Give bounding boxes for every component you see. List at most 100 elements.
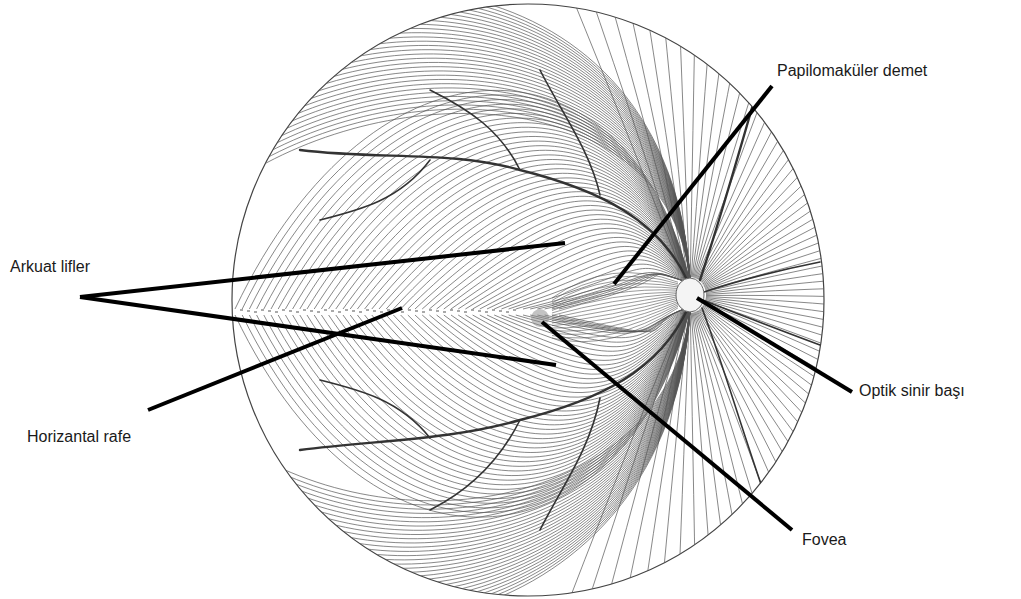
raphe-mark (310, 310, 313, 311)
arcuate-fiber (220, 71, 690, 280)
raphe-mark (422, 311, 425, 312)
raphe-mark (331, 310, 334, 311)
arcuate-fiber (401, 196, 690, 309)
arcuate-fiber (241, 310, 690, 513)
arcuate-fiber (229, 310, 690, 530)
arcuate-fiber (257, 307, 690, 503)
nasal-fiber (704, 143, 983, 287)
arcuate-fiber (172, 3, 690, 280)
nasal-fiber (640, 313, 687, 599)
nasal-fiber (703, 111, 963, 285)
arcuate-fiber (458, 233, 690, 309)
nasal-fiber (702, 67, 929, 282)
nasal-fiber (700, 309, 901, 548)
arcuate-fiber (516, 268, 690, 309)
arcuate-fiber (415, 307, 690, 402)
raphe-mark (317, 311, 320, 312)
raphe-mark (485, 311, 488, 312)
arcuate-fiber (408, 307, 690, 406)
papillomacular-fiber (552, 293, 678, 315)
nasal-fiber (695, 312, 788, 599)
nasal-fiber (705, 177, 998, 289)
arcuate-fiber (357, 169, 690, 309)
papillomacular-fiber (552, 303, 678, 331)
arcuate-fiber (271, 113, 690, 309)
arcuate-fiber (169, 310, 690, 599)
nasal-fiber (640, 0, 687, 277)
arcuate-fiber (473, 242, 690, 309)
arcuate-fiber (501, 260, 690, 309)
raphe-mark (513, 309, 516, 310)
nasal-fiber (696, 0, 806, 278)
arcuate-fiber (321, 307, 690, 462)
arcuate-fiber (365, 307, 690, 434)
papillomacular-fiber (552, 306, 678, 338)
arcuate-fiber (184, 310, 690, 594)
nasal-fiber (692, 313, 733, 599)
arcuate-fiber (211, 310, 690, 556)
arcuate-fiber (458, 307, 690, 374)
nasal-fiber (706, 286, 1020, 295)
raphe-mark (429, 309, 432, 310)
arcuate-fiber (300, 132, 690, 309)
nasal-fiber (699, 19, 872, 279)
arcuate-fiber (202, 45, 690, 280)
arcuate-fiber (205, 50, 690, 280)
arcuate-fiber (223, 75, 690, 280)
arcuate-fiber (321, 146, 690, 309)
nasal-fiber (705, 194, 1004, 289)
arcuate-fiber (175, 7, 690, 280)
part-label: Arkuat lifler (8, 258, 92, 276)
arcuate-fiber (175, 310, 690, 599)
nasal-fiber (569, 312, 685, 599)
blood-vessel (300, 308, 688, 450)
arcuate-fiber (184, 20, 690, 280)
raphe-mark (443, 311, 446, 312)
raphe-mark (345, 309, 348, 310)
nasal-fiber (701, 308, 916, 536)
raphe-mark (338, 311, 341, 312)
nasal-fiber (703, 306, 953, 495)
nasal-fiber (698, 311, 856, 581)
nerve-fibers (163, 0, 1020, 599)
raphe-mark (478, 310, 481, 311)
arcuate-fiber (235, 307, 690, 517)
raphe-mark (275, 311, 278, 312)
raphe-mark (415, 310, 418, 311)
nasal-fiber (705, 159, 991, 287)
arcuate-fiber (429, 307, 690, 393)
nasal-fiber (706, 267, 1019, 293)
arcuate-fiber (208, 54, 690, 280)
arcuate-fiber (429, 215, 690, 309)
blood-vessel (430, 420, 520, 510)
arcuate-fiber (242, 95, 690, 309)
arcuate-fiber (372, 178, 690, 309)
raphe-mark (366, 309, 369, 310)
nasal-fiber (677, 0, 689, 277)
nasal-fiber (706, 249, 1017, 293)
leader-line (148, 308, 402, 410)
nasal-fiber (690, 0, 696, 277)
nasal-fiber (701, 54, 916, 282)
arcuate-fiber (250, 310, 690, 501)
raphe-mark (254, 311, 257, 312)
nasal-fiber (705, 300, 1009, 378)
part-label: Papilomaküler demet (775, 62, 929, 80)
arcuate-fiber (437, 307, 690, 388)
part-label: Optik sinir başı (857, 382, 967, 400)
nasal-fiber (702, 81, 941, 283)
raphe-mark (471, 309, 474, 310)
arcuate-fiber (451, 228, 690, 309)
papillomacular-fiber (552, 290, 678, 311)
arcuate-fiber (217, 310, 690, 547)
arcuate-fiber (293, 127, 690, 309)
arcuate-fiber (181, 16, 690, 280)
part-label: Horizantal rafe (25, 428, 133, 446)
nasal-fiber (699, 310, 872, 570)
arcuate-fiber (214, 310, 690, 551)
raphe-mark (457, 310, 460, 311)
arcuate-fiber (214, 62, 690, 280)
arcuate-fiber (163, 310, 690, 599)
nasal-fiber (696, 311, 822, 597)
arcuate-fiber (235, 310, 690, 522)
